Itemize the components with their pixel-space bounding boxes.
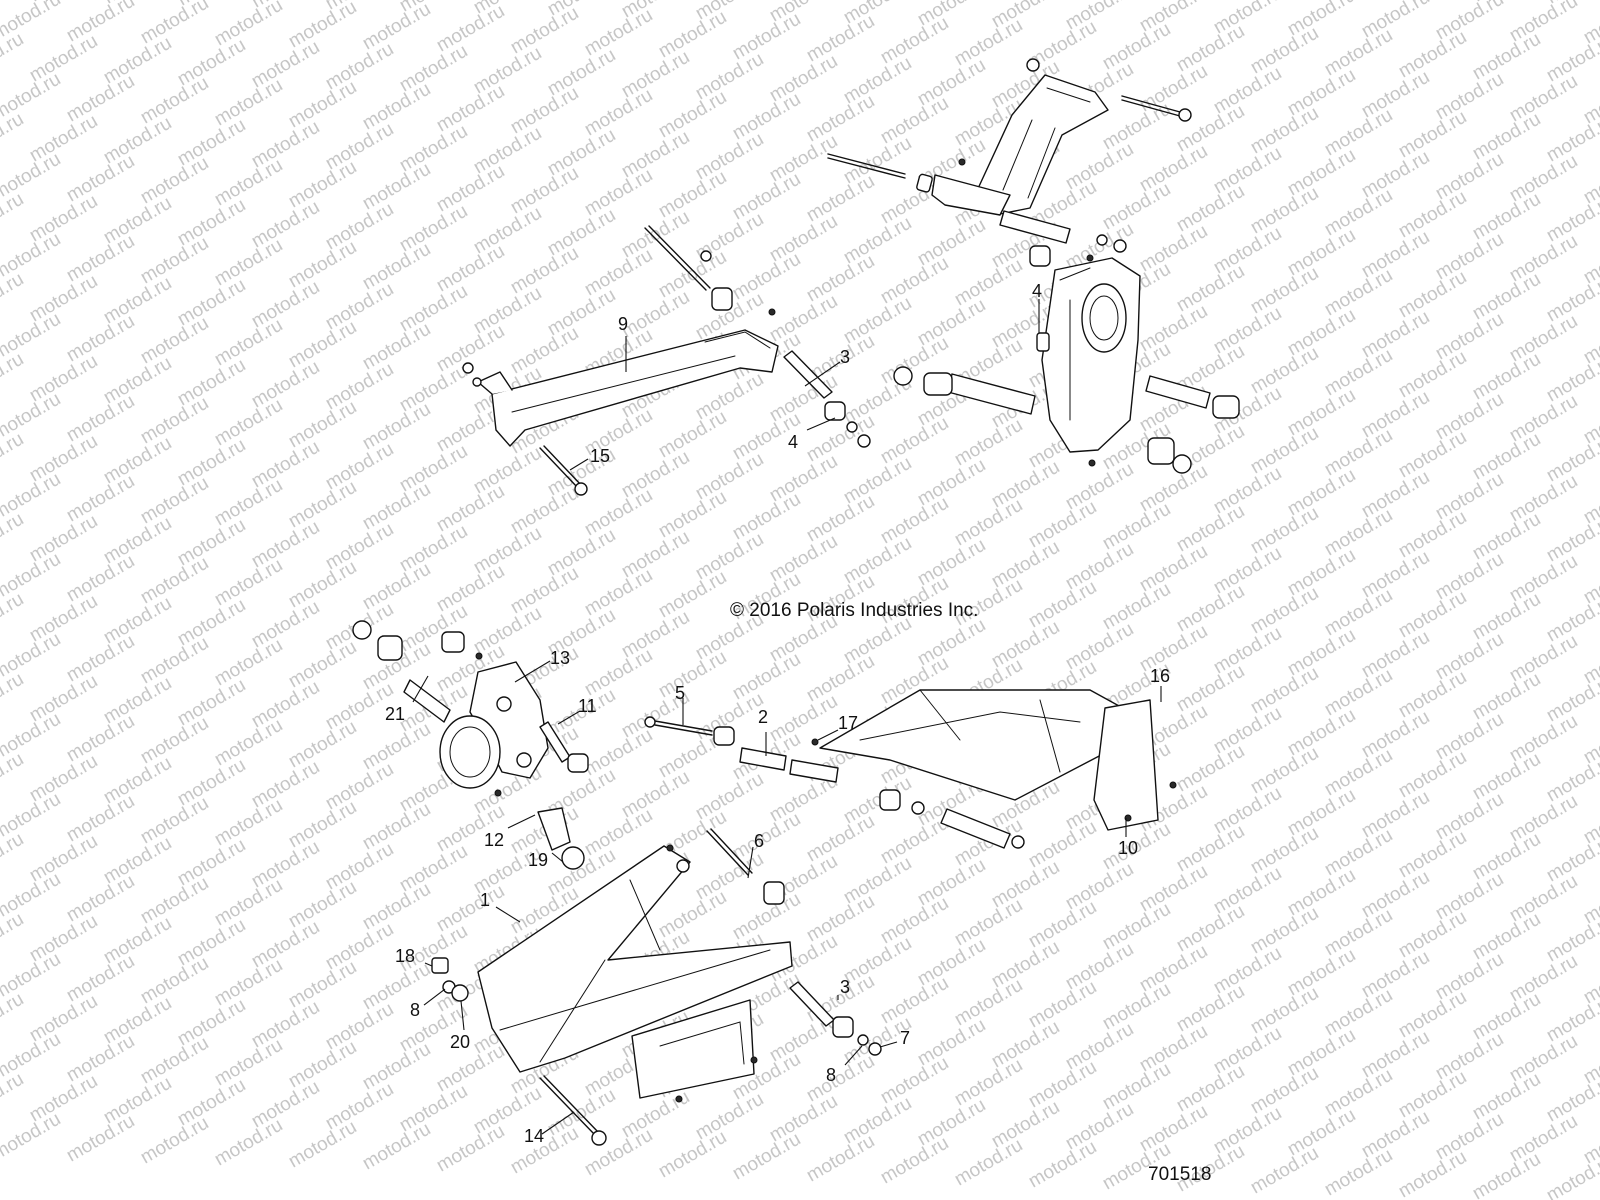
- callout-2: 2: [758, 707, 768, 727]
- leader-lines: [412, 299, 1162, 1135]
- callout-10: 10: [1118, 838, 1138, 858]
- callout-18: 18: [395, 946, 415, 966]
- callout-15: 15: [590, 446, 610, 466]
- callout-19: 19: [528, 850, 548, 870]
- callout-13: 13: [550, 648, 570, 668]
- callout-4-carrier: 4: [1032, 281, 1042, 301]
- upper-link-assembly: [827, 58, 1192, 253]
- bearing-carrier-assembly: [893, 245, 1240, 474]
- trailing-arm-assembly: [462, 225, 871, 496]
- copyright-notice: © 2016 Polaris Industries Inc.: [730, 600, 979, 621]
- callout-3-upper: 3: [840, 347, 850, 367]
- callout-12: 12: [484, 830, 504, 850]
- callout-8-right: 8: [826, 1065, 836, 1085]
- callout-11: 11: [578, 696, 597, 716]
- callout-14: 14: [524, 1126, 544, 1146]
- callout-3-lower: 3: [840, 977, 850, 997]
- callout-7: 7: [900, 1028, 910, 1048]
- callout-8-left: 8: [410, 1000, 420, 1020]
- callout-21: 21: [385, 704, 405, 724]
- callout-16: 16: [1150, 666, 1170, 686]
- callout-4-upper: 4: [788, 432, 798, 452]
- figure-number: 701518: [1148, 1164, 1212, 1185]
- callout-9: 9: [618, 314, 628, 334]
- callout-6: 6: [754, 831, 764, 851]
- callout-numbers: 9 3 4 15 4 13 21 11 12 19 5 2 17 16 10 6…: [385, 281, 1170, 1146]
- lower-frame-assembly: [431, 828, 882, 1146]
- swing-arm-assembly: [644, 689, 1177, 849]
- callout-5: 5: [675, 683, 685, 703]
- callout-17: 17: [838, 713, 858, 733]
- callout-1: 1: [480, 890, 490, 910]
- knuckle-assembly: [352, 620, 589, 870]
- callout-20: 20: [450, 1032, 470, 1052]
